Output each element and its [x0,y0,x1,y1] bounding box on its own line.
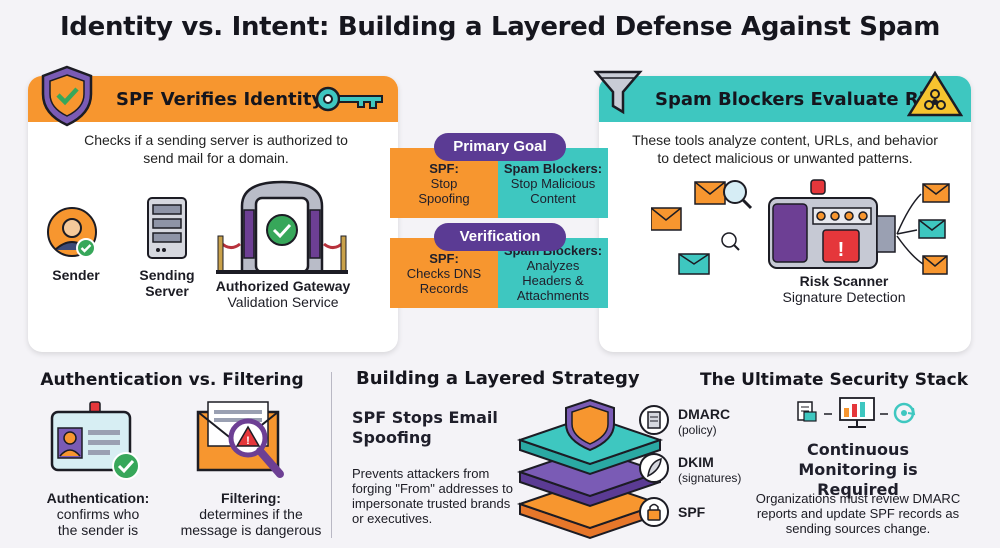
document-icon [638,404,670,436]
ver-spf-text: Checks DNS Records [406,265,482,296]
scanner-title: Risk Scanner [799,273,889,289]
feather-icon [638,452,670,484]
layer-dkim: DKIM (signatures) [678,454,741,486]
shield-check-icon [38,64,96,128]
sender-label: Sender [52,267,100,283]
server-icon [144,196,190,260]
layer-dkim-name: DKIM [678,454,714,470]
gateway-title: Authorized Gateway [215,278,351,294]
goal-spf-label: SPF: [429,160,459,176]
gateway-icon [216,176,348,276]
verification-pill: Verification [434,223,566,251]
layer-dkim-note: (signatures) [678,471,742,485]
scanner-subtitle: Signature Detection [782,289,906,305]
layer-dmarc-note: (policy) [678,423,717,437]
lock-icon [638,496,670,528]
spam-card-heading: Spam Blockers Evaluate Risk [655,88,948,110]
primary-goal-pill: Primary Goal [434,133,566,161]
auth-block: Authentication: confirms who the sender … [36,490,160,538]
divider [331,372,332,538]
spf-card-heading: SPF Verifies Identity [116,88,324,110]
risk-scanner-icon: ! [651,176,951,276]
gateway-subtitle: Validation Service [227,294,339,310]
sender-avatar-icon [46,206,102,262]
envelope-magnifier-icon: ! [192,398,296,484]
key-icon [314,84,386,114]
spf-description: Checks if a sending server is authorized… [84,132,348,166]
biohazard-warning-icon [907,70,963,118]
id-badge-icon [46,400,146,482]
svg-text:!: ! [246,435,250,447]
stack-text: Organizations must review DMARC reports … [755,491,961,536]
layered-subheading: SPF Stops Email Spoofing [352,408,498,447]
svg-text:!: ! [838,239,845,261]
goal-sb-label: Spam Blockers: [503,160,603,176]
layer-dmarc-name: DMARC [678,406,731,422]
filter-text: determines if the message is dangerous [180,506,322,538]
ver-sb-text: Analyzes Headers & Attachments [516,258,590,303]
spam-card-header: Spam Blockers Evaluate Risk [599,76,971,122]
filter-block: Filtering: determines if the message is … [176,490,326,538]
spam-description: These tools analyze content, URLs, and b… [632,132,938,166]
layer-dmarc: DMARC (policy) [678,406,730,438]
layered-text: Prevents attackers from forging "From" a… [352,466,513,526]
funnel-icon [592,66,644,118]
goal-spf-text: Stop Spoofing [418,175,470,206]
spf-card: SPF Verifies Identity Checks if a sendin… [28,76,398,352]
auth-label: Authentication: [46,490,150,506]
stack-heading: The Ultimate Security Stack [700,370,969,390]
goal-sb-text: Stop Malicious Content [510,175,596,206]
monitoring-icons [794,396,924,432]
layered-heading: Building a Layered Strategy [356,368,640,389]
auth-text: confirms who the sender is [56,506,140,538]
stack-subheading: Continuous Monitoring is Required [798,440,918,499]
filter-label: Filtering: [221,490,281,506]
layer-stack-icon [516,398,664,540]
layer-spf-name: SPF [678,504,706,520]
auth-filter-heading: Authentication vs. Filtering [40,370,304,390]
spam-blockers-card: Spam Blockers Evaluate Risk These tools … [599,76,971,352]
page-title: Identity vs. Intent: Building a Layered … [59,12,941,42]
sending-server-label: Sending Server [139,267,195,299]
ver-spf-label: SPF: [429,250,459,266]
